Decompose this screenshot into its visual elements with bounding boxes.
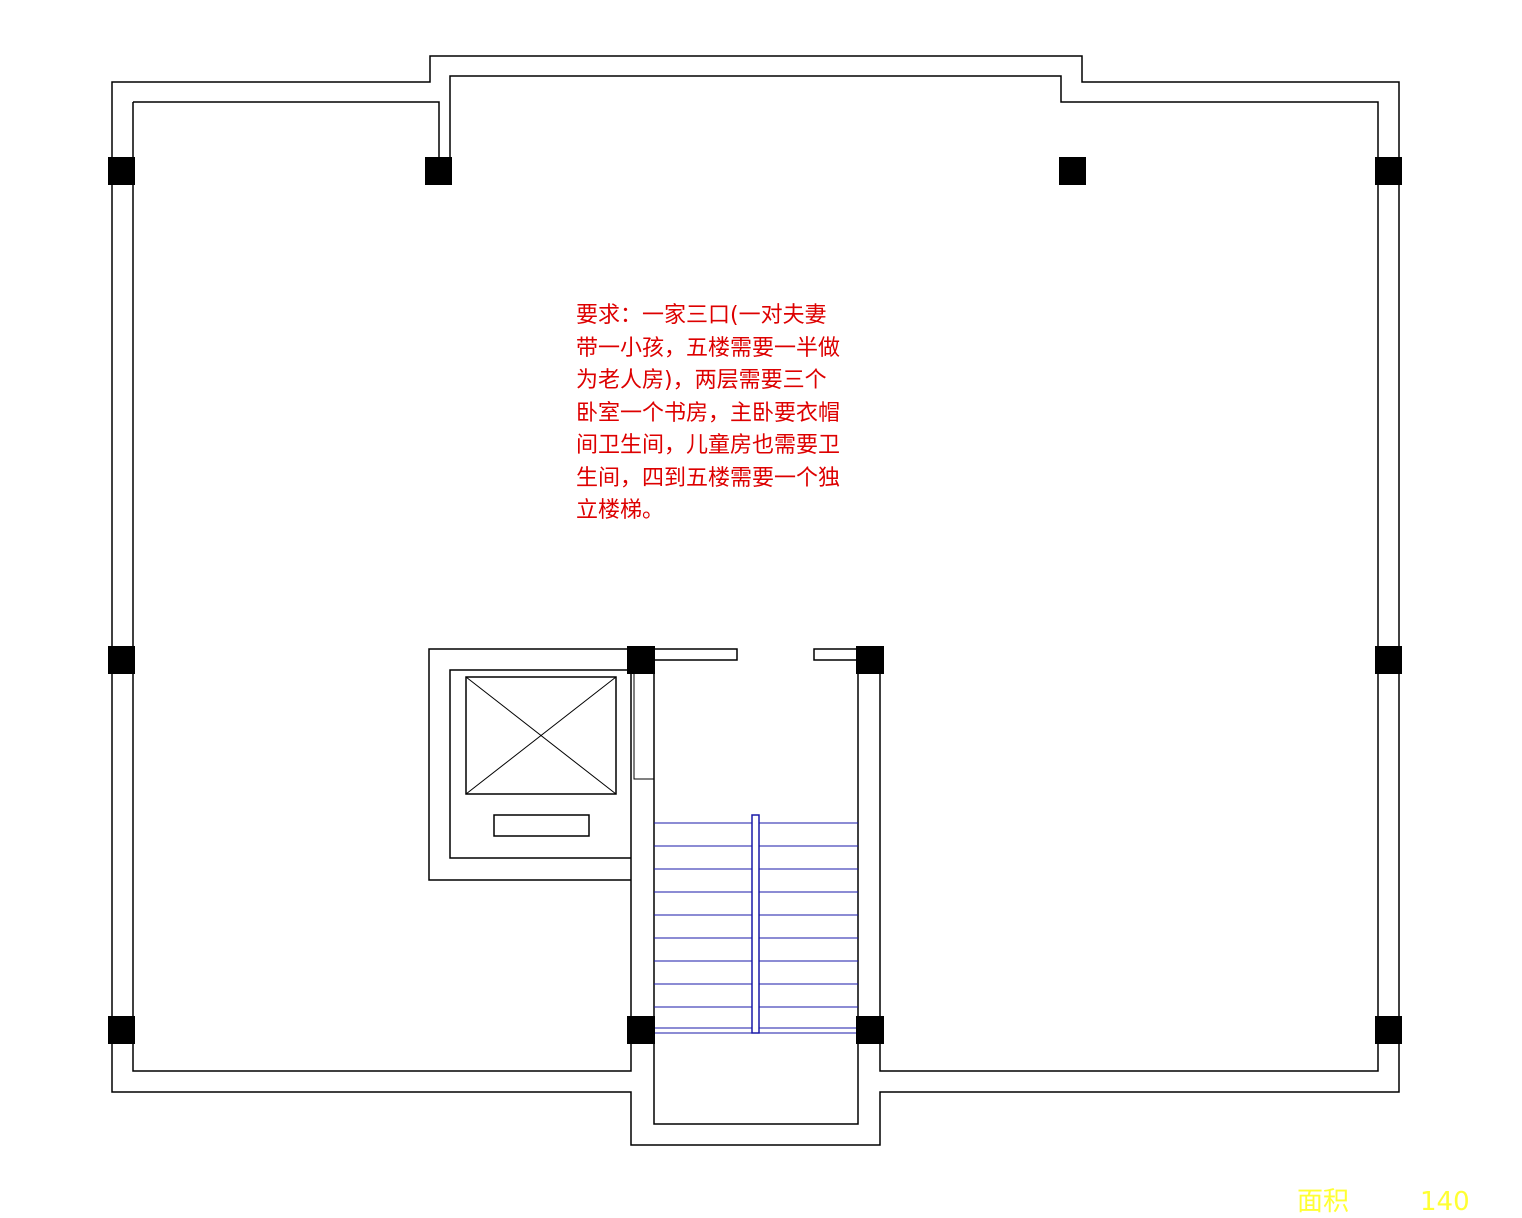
note-line: 为老人房)，两层需要三个 <box>576 368 827 393</box>
requirements-note: 要求：一家三口(一对夫妻 带一小孩，五楼需要一半做 为老人房)，两层需要三个 卧… <box>576 300 906 528</box>
column <box>108 1016 135 1044</box>
note-line: 间卫生间，儿童房也需要卫 <box>576 433 841 458</box>
area-label: 面积 <box>1297 1187 1350 1217</box>
outer-wall-outline <box>111 55 1400 1146</box>
structural-columns <box>108 157 1402 1044</box>
note-line: 带一小孩，五楼需要一半做 <box>576 335 841 361</box>
column <box>1059 157 1086 185</box>
note-line: 卧室一个书房，主卧要衣帽 <box>576 400 841 426</box>
stair-handrail <box>751 814 760 1034</box>
elevator-door-panel <box>493 814 590 837</box>
area-value: 140 <box>1420 1187 1470 1217</box>
column <box>108 157 135 185</box>
inner-wall-outline <box>132 75 1379 1125</box>
column <box>1375 157 1402 185</box>
wall-stub-right <box>813 648 859 661</box>
core-door-frame <box>633 670 655 780</box>
elevator-cross-b <box>465 676 617 795</box>
core-inner-wall <box>449 669 631 859</box>
note-line: 立楼梯。 <box>576 498 665 523</box>
column <box>1375 1016 1402 1044</box>
column <box>856 1016 884 1044</box>
wall-stub-left <box>653 648 738 661</box>
core-outer-wall <box>428 648 631 881</box>
column <box>1375 646 1402 674</box>
elevator-shaft <box>465 676 617 795</box>
column <box>108 646 135 674</box>
column <box>627 646 655 674</box>
column <box>627 1016 655 1044</box>
note-line: 要求：一家三口(一对夫妻 <box>576 303 827 328</box>
column <box>425 157 452 185</box>
column <box>856 646 884 674</box>
note-line: 生间，四到五楼需要一个独 <box>576 465 841 491</box>
